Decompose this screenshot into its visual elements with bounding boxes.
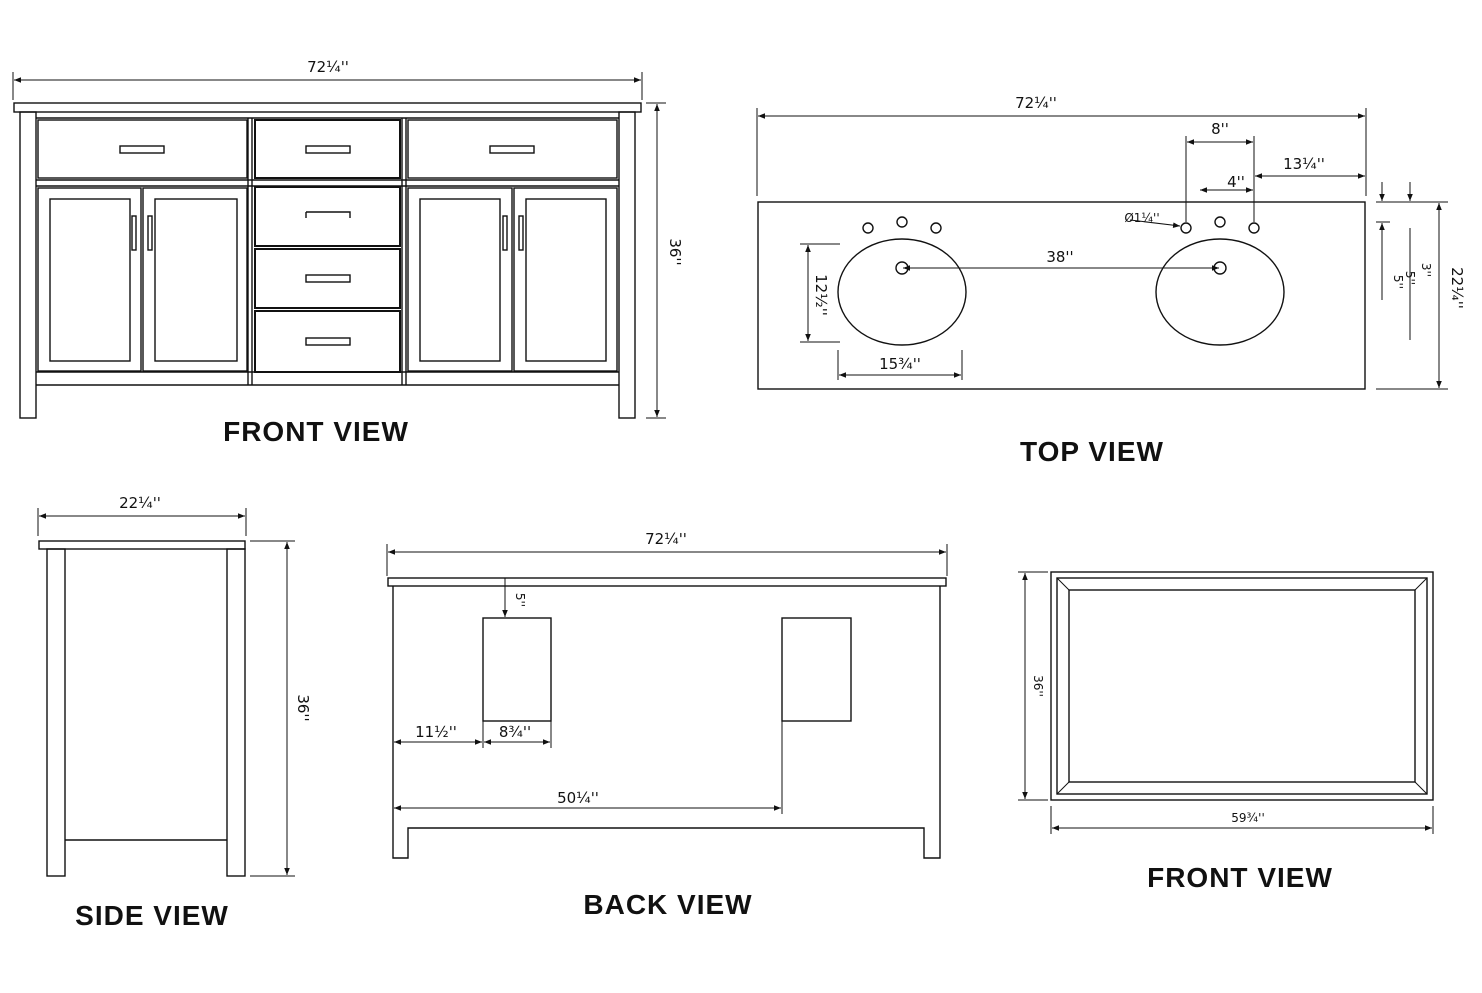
small-dim-2-label: 5'' (1403, 271, 1417, 285)
faucet-hole-icon (1180, 222, 1192, 234)
front-view-title: FRONT VIEW (223, 416, 409, 447)
side-view: 22¼'' 36'' SIDE VIEW (37, 494, 312, 931)
door-handle-icon (147, 215, 153, 251)
drawer-handle-icon (305, 211, 351, 218)
side-countertop (38, 540, 246, 550)
top-width-dimension: 72¼'' (756, 94, 1367, 196)
side-back-leg (226, 548, 246, 877)
small-dim-3-label: 3'' (1419, 263, 1433, 277)
back-panel (392, 586, 941, 859)
side-height-label: 36'' (294, 694, 312, 721)
front-center-drawer-2 (254, 186, 401, 247)
mirror-frame-outer (1050, 571, 1434, 801)
drawer-handle-icon (305, 274, 351, 283)
front-center-drawer-4 (254, 310, 401, 373)
back-opening-left (482, 617, 552, 722)
front-left-leg (19, 111, 37, 419)
back-opening-right (781, 617, 852, 722)
small-dim-1-label: 5'' (1391, 275, 1405, 289)
top-view: 72¼'' 8'' 13¼'' 4'' Ø1¼'' 38'' (756, 94, 1466, 467)
front-width-label: 72¼'' (307, 58, 349, 76)
drawer-handle-icon (119, 145, 165, 154)
mirror-front-view-title: FRONT VIEW (1147, 862, 1333, 893)
front-door-4 (513, 187, 618, 372)
front-view: 72¼'' (12, 58, 684, 447)
faucet-hole-icon (896, 216, 908, 228)
front-drawer-left (37, 119, 248, 179)
front-width-dimension: 72¼'' (12, 58, 643, 100)
top-depth-label: 22¼'' (1448, 267, 1466, 309)
back-top-gap-label: 5'' (513, 593, 527, 607)
sink-width-label: 15¾'' (879, 355, 921, 373)
side-width-label: 22¼'' (119, 494, 161, 512)
side-view-title: SIDE VIEW (75, 900, 229, 931)
drawer-handle-icon (489, 145, 535, 154)
edge-offset-label: 13¼'' (1283, 155, 1325, 173)
back-opening-offset-label: 50¼'' (557, 789, 599, 807)
mirror-glass (1068, 589, 1416, 783)
side-front-leg (46, 548, 66, 877)
back-view: 72¼'' 5'' 11½'' 8¾'' 50¼'' BACK VIEW (386, 530, 948, 920)
door-handle-icon (131, 215, 137, 251)
mirror-height-label: 36'' (1031, 675, 1045, 697)
back-opening-width-label: 8¾'' (499, 723, 531, 741)
faucet-hole-icon (930, 222, 942, 234)
front-height-dimension: 36'' (646, 102, 684, 419)
front-center-drawer-3 (254, 248, 401, 309)
front-center-drawer-1 (254, 119, 401, 179)
top-width-label: 72¼'' (1015, 94, 1057, 112)
front-door-1 (37, 187, 142, 372)
sink-right (1155, 238, 1285, 346)
front-drawer-right (407, 119, 618, 179)
front-door-3 (407, 187, 513, 372)
front-door-2 (142, 187, 248, 372)
top-view-title: TOP VIEW (1020, 436, 1164, 467)
sink-left (837, 238, 967, 346)
faucet-hole-icon (1248, 222, 1260, 234)
drawer-handle-icon (305, 145, 351, 154)
hole-diameter-label: Ø1¼'' (1124, 211, 1159, 225)
front-height-label: 36'' (666, 238, 684, 265)
back-countertop (387, 577, 947, 587)
back-view-title: BACK VIEW (583, 889, 752, 920)
door-handle-icon (518, 215, 524, 251)
mirror-front-view: 36'' 59¾'' FRONT VIEW (1018, 571, 1434, 893)
faucet-hole-icon (1214, 216, 1226, 228)
back-width-label: 72¼'' (645, 530, 687, 548)
sink-depth-label: 12½'' (812, 274, 830, 316)
faucet-hole-icon (862, 222, 874, 234)
faucet-offset-label: 4'' (1227, 173, 1245, 191)
back-left-offset-label: 11½'' (415, 723, 457, 741)
drawer-handle-icon (305, 337, 351, 346)
front-countertop (13, 102, 642, 113)
front-right-leg (618, 111, 636, 419)
mirror-width-label: 59¾'' (1231, 811, 1265, 825)
door-handle-icon (502, 215, 508, 251)
top-countertop (757, 201, 1366, 390)
sink-center-label: 38'' (1046, 248, 1073, 266)
faucet-spread-label: 8'' (1211, 120, 1229, 138)
